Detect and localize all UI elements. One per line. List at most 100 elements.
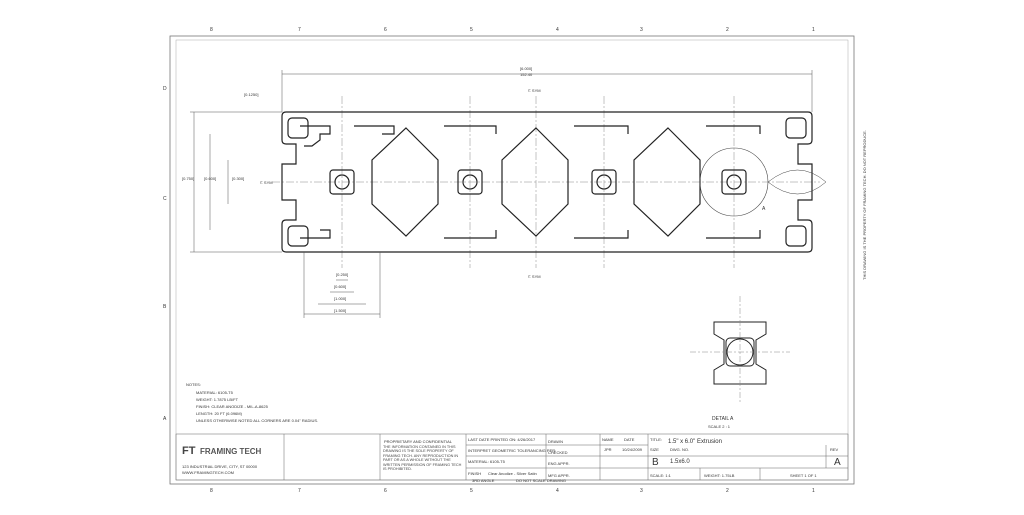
- zone-bottom-2: 2: [726, 488, 729, 494]
- left-dimensions: [190, 111, 282, 253]
- zone-bottom-1: 1: [812, 488, 815, 494]
- overall-width-sub: 152.40: [520, 72, 533, 77]
- finish-value: Clear Anodize - Silver Satin: [488, 471, 537, 476]
- company-name: FRAMING TECH: [200, 447, 262, 456]
- title-block-grid: [175, 433, 849, 481]
- company-logo: FT: [182, 445, 196, 457]
- note-4: LENGTH: 20 FT (6.096M): [196, 411, 243, 416]
- detail-arrow: [767, 169, 827, 195]
- cavity-3: [633, 127, 701, 237]
- note-5: UNLESS OTHERWISE NOTED ALL CORNERS ARE 0…: [196, 418, 318, 423]
- dim-left-1: [0.750]: [182, 176, 194, 181]
- bottom-dimensions: [303, 252, 381, 318]
- zone-left-d: D: [163, 86, 167, 92]
- profile-outline: [281, 111, 813, 253]
- detail-centerlines: [690, 296, 790, 404]
- rev-label: REV: [830, 447, 839, 452]
- weight-field: WEIGHT: 1.75LB: [704, 473, 735, 478]
- company-address: 123 INDUSTRIAL DRIVE, CITY, ST 00000: [182, 464, 258, 469]
- detail-scale: SCALE 2 : 1: [708, 424, 731, 429]
- slot-top-3: [444, 125, 497, 134]
- zone-top-4: 4: [556, 27, 559, 33]
- zone-labels-top: 8 7 6 5 4 3 2 1: [210, 27, 815, 33]
- zone-labels-left: D C B A: [163, 86, 167, 422]
- slot-top-5: [706, 125, 761, 134]
- zone-left-b: B: [163, 304, 167, 310]
- drawn-by: JPR: [604, 447, 612, 452]
- zone-top-5: 5: [470, 27, 473, 33]
- zone-top-1: 1: [812, 27, 815, 33]
- corner-pocket-tr: [785, 117, 807, 139]
- bore-4: [721, 169, 747, 195]
- drawing-title: 1.5" x 6.0" Extrusion: [668, 439, 722, 445]
- overall-dimension: [281, 70, 813, 112]
- size-label: SIZE: [650, 447, 659, 452]
- dim-ref-top: [0.1250]: [244, 92, 258, 97]
- size-value: B: [652, 457, 659, 468]
- slot-bottom-3: [444, 230, 497, 239]
- dwg-label: DWG. NO.: [670, 447, 689, 452]
- corner-pocket-bl: [287, 225, 309, 247]
- scale-field: SCALE: 1:1: [650, 473, 672, 478]
- side-text: THIS DRAWING IS THE PROPERTY OF FRAMING …: [862, 130, 867, 280]
- bore-2: [457, 169, 483, 195]
- slot-bottom-4: [574, 230, 629, 239]
- drawn-date: 10/24/2009: [622, 447, 643, 452]
- detail-mark: A: [762, 206, 766, 212]
- checked-label: CHECKED: [548, 450, 568, 455]
- dim-left-2: [0.600]: [204, 176, 216, 181]
- sym-label-left: ℂ SYM: [260, 180, 273, 185]
- sym-label-top: ℂ SYM: [528, 88, 541, 93]
- zone-bottom-4: 4: [556, 488, 559, 494]
- proprietary-text: THE INFORMATION CONTAINED IN THIS DRAWIN…: [383, 445, 462, 472]
- dim-left-3: [0.300]: [232, 176, 244, 181]
- bore-3: [591, 169, 617, 195]
- zone-bottom-7: 7: [298, 488, 301, 494]
- corner-pocket-br: [785, 225, 807, 247]
- finish-label: FINISH: [468, 471, 481, 476]
- name-label: NAME: [602, 437, 614, 442]
- proprietary-text-wrap: THE INFORMATION CONTAINED IN THIS DRAWIN…: [383, 445, 462, 472]
- corner-pocket-tl: [287, 117, 309, 139]
- zone-bottom-5: 5: [470, 488, 473, 494]
- note-3: FINISH: CLEAR ANODIZE - MIL-A-8625: [196, 404, 269, 409]
- dim-bottom-1: [0.250]: [336, 272, 348, 277]
- material-field: MATERIAL: 6105-T5: [468, 459, 506, 464]
- zone-labels-bottom: 8 7 6 5 4 3 2 1: [210, 488, 815, 494]
- dim-bottom-4: [1.500]: [334, 308, 346, 313]
- detail-title: DETAIL A: [712, 416, 734, 422]
- dim-bottom-3: [1.000]: [334, 296, 346, 301]
- zone-top-3: 3: [640, 27, 643, 33]
- dim-bottom-2: [0.600]: [334, 284, 346, 289]
- outer-border: [169, 35, 855, 485]
- eng-appr-label: ENG APPR.: [548, 461, 570, 466]
- slot-top-1: [300, 125, 331, 147]
- zone-bottom-3: 3: [640, 488, 643, 494]
- zone-bottom-8: 8: [210, 488, 213, 494]
- dwg-number: 1.5x6.0: [670, 459, 690, 465]
- zone-left-c: C: [163, 196, 167, 202]
- cavity-1: [371, 127, 439, 237]
- slot-bottom-5: [706, 230, 761, 239]
- third-angle-label: 3RD ANGLE: [472, 478, 495, 483]
- bore-1: [329, 169, 355, 195]
- title-label: TITLE:: [650, 437, 662, 442]
- sym-label-bottom: ℂ SYM: [528, 274, 541, 279]
- zone-bottom-6: 6: [384, 488, 387, 494]
- do-not-scale: DO NOT SCALE DRAWING: [516, 478, 566, 483]
- slot-bottom-1: [300, 229, 331, 239]
- drawn-label: DRAWN: [548, 439, 563, 444]
- overall-width-label: [6.000]: [520, 66, 532, 71]
- mfg-appr-label: MFG APPR.: [548, 473, 570, 478]
- zone-top-6: 6: [384, 27, 387, 33]
- sheet-field: SHEET 1 OF 1: [790, 473, 817, 478]
- zone-top-8: 8: [210, 27, 213, 33]
- note-2: WEIGHT: 1.7875 LB/FT: [196, 397, 239, 402]
- zone-left-a: A: [163, 416, 167, 422]
- last-printed: LAST DATE PRINTED ON: 4/26/2017: [468, 437, 536, 442]
- note-1: MATERIAL: 6105-T5: [196, 390, 234, 395]
- notes: NOTES: MATERIAL: 6105-T5 WEIGHT: 1.7875 …: [186, 382, 318, 423]
- slot-top-2a: [354, 125, 395, 135]
- slot-top-4: [574, 125, 629, 134]
